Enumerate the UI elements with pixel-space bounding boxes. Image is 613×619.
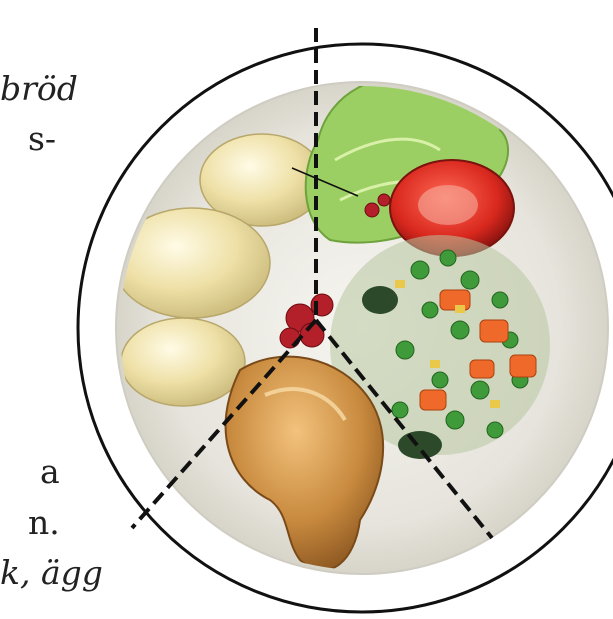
potato-3 [121,318,245,406]
